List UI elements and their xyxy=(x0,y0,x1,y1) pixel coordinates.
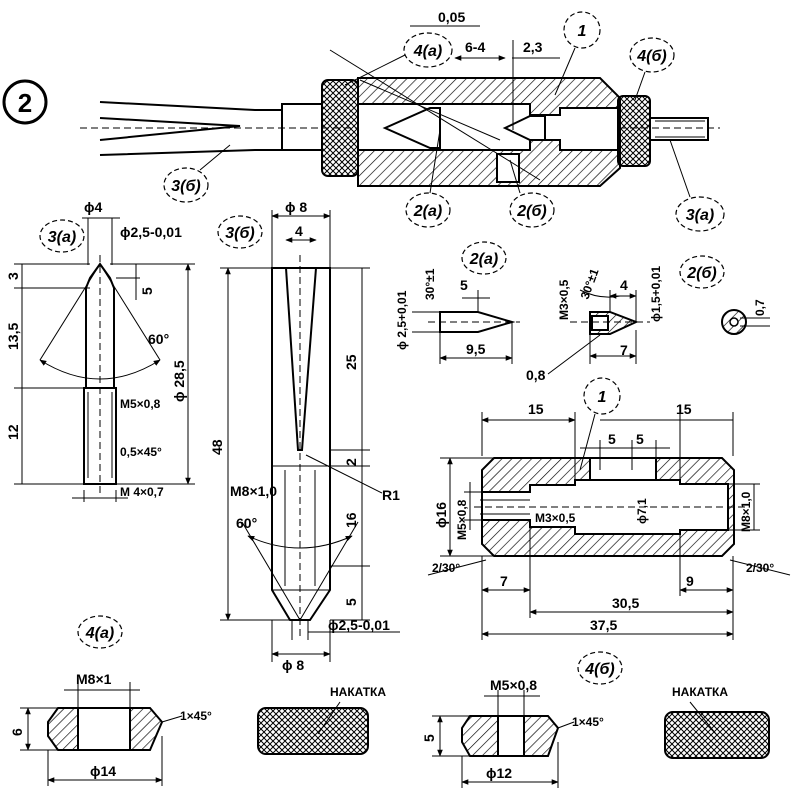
svg-text:2: 2 xyxy=(343,458,359,466)
svg-text:0,05: 0,05 xyxy=(438,9,465,25)
assembly-nut-4b xyxy=(617,95,651,167)
svg-text:M8×1,0: M8×1,0 xyxy=(739,491,753,532)
svg-text:2(а): 2(а) xyxy=(413,203,442,220)
svg-text:ϕ14: ϕ14 xyxy=(90,763,116,779)
svg-text:M3×0,5: M3×0,5 xyxy=(535,511,576,525)
svg-text:M3×0,5: M3×0,5 xyxy=(557,279,571,320)
svg-text:6: 6 xyxy=(9,728,25,736)
svg-text:M8×1,0: M8×1,0 xyxy=(230,483,277,499)
svg-text:25: 25 xyxy=(343,354,359,370)
svg-text:3(б): 3(б) xyxy=(225,225,254,242)
callout-3b-assembly: 3(б) xyxy=(163,144,231,203)
svg-text:1: 1 xyxy=(598,389,607,406)
callout-1-top: 1 xyxy=(554,11,601,96)
svg-text:1×45°: 1×45° xyxy=(180,709,212,723)
svg-text:M5×0,8: M5×0,8 xyxy=(120,397,161,411)
svg-text:4(б): 4(б) xyxy=(636,48,666,65)
svg-text:3(а): 3(а) xyxy=(48,229,76,246)
svg-text:60°: 60° xyxy=(148,331,169,347)
svg-text:M8×1: M8×1 xyxy=(76,671,112,687)
svg-text:6-4: 6-4 xyxy=(465,39,485,55)
callout-2a-assembly: 2(а) xyxy=(405,129,451,228)
svg-text:4: 4 xyxy=(295,223,303,239)
svg-text:48: 48 xyxy=(209,439,225,455)
svg-text:ϕ7,1: ϕ7,1 xyxy=(635,498,649,524)
svg-text:4: 4 xyxy=(620,277,628,293)
svg-text:5: 5 xyxy=(343,598,359,606)
svg-text:НАКАТКА: НАКАТКА xyxy=(330,685,386,699)
part-4b: 4(б) M5×0,8 5 1×45° ϕ12 xyxy=(421,651,623,788)
svg-text:НАКАТКА: НАКАТКА xyxy=(672,685,728,699)
svg-text:4(б): 4(б) xyxy=(584,661,614,678)
svg-text:4(а): 4(а) xyxy=(85,625,114,642)
svg-text:1: 1 xyxy=(578,23,587,40)
part-3a: 3(а) ϕ4 ϕ2,5-0,01 60° 3 13,5 12 5 xyxy=(5,199,195,502)
svg-text:5: 5 xyxy=(139,287,155,295)
svg-text:15: 15 xyxy=(676,401,692,417)
part-1: 1 15 15 5 5 ϕ16 M5×0,8 M3×0,5 ϕ7,1 xyxy=(427,377,791,640)
svg-text:5: 5 xyxy=(636,431,644,447)
part-3b: 3(б) ϕ 8 4 60° M8×1,0 25 2 16 5 xyxy=(209,199,400,673)
svg-text:30,5: 30,5 xyxy=(612,595,639,611)
callout-4a-top: 4(а) xyxy=(344,32,453,86)
figure-number-badge: 2 xyxy=(2,79,48,125)
assembly-view: 0,05 6-4 2,3 xyxy=(80,9,720,187)
figure-number: 2 xyxy=(18,88,32,118)
svg-text:60°: 60° xyxy=(236,515,257,531)
part-4a-knurl-view: НАКАТКА xyxy=(257,685,386,755)
svg-text:M5×0,8: M5×0,8 xyxy=(490,677,537,693)
assembly-pin-3a xyxy=(649,117,709,141)
svg-text:16: 16 xyxy=(343,512,359,528)
svg-text:5: 5 xyxy=(421,734,437,742)
callout-2b-assembly: 2(б) xyxy=(509,159,555,228)
svg-text:2(б): 2(б) xyxy=(516,203,546,220)
svg-text:2/30°: 2/30° xyxy=(432,561,460,575)
svg-text:ϕ2,5-0,01: ϕ2,5-0,01 xyxy=(120,224,182,240)
svg-text:0,7: 0,7 xyxy=(753,299,767,316)
svg-text:15: 15 xyxy=(528,401,544,417)
svg-text:4(а): 4(а) xyxy=(413,43,442,60)
svg-text:2(б): 2(б) xyxy=(686,265,716,282)
svg-text:5: 5 xyxy=(460,277,468,293)
part-2b: 2(б) M3×0,5 30°±1 4 ϕ1,5+0,01 7 0,8 0,7 xyxy=(526,255,770,383)
svg-text:ϕ4: ϕ4 xyxy=(84,199,102,215)
svg-text:30°±1: 30°±1 xyxy=(423,268,437,300)
svg-text:3(б): 3(б) xyxy=(171,178,200,195)
svg-text:1×45°: 1×45° xyxy=(572,715,604,729)
part-4b-knurl-view: НАКАТКА xyxy=(664,685,770,759)
svg-text:2(а): 2(а) xyxy=(469,251,498,268)
part-2a: 2(а) 5 30°±1 ϕ 2,5+0,01 9,5 xyxy=(395,241,520,364)
svg-text:7: 7 xyxy=(620,342,628,358)
svg-text:7: 7 xyxy=(500,573,508,589)
svg-text:ϕ 8: ϕ 8 xyxy=(285,199,307,215)
svg-text:13,5: 13,5 xyxy=(5,323,21,350)
svg-text:ϕ 2,5+0,01: ϕ 2,5+0,01 xyxy=(395,290,409,350)
svg-text:ϕ16: ϕ16 xyxy=(433,502,449,528)
svg-text:9,5: 9,5 xyxy=(466,341,486,357)
svg-text:ϕ 8: ϕ 8 xyxy=(282,657,304,673)
svg-text:ϕ2,5-0,01: ϕ2,5-0,01 xyxy=(328,617,390,633)
svg-text:2,3: 2,3 xyxy=(523,39,543,55)
svg-text:0,5×45°: 0,5×45° xyxy=(120,445,162,459)
svg-text:37,5: 37,5 xyxy=(590,617,617,633)
svg-text:3: 3 xyxy=(5,272,21,280)
part-4a: 4(а) M8×1 6 1×45° ϕ14 xyxy=(9,615,212,786)
callout-4b-top: 4(б) xyxy=(629,37,675,101)
svg-text:9: 9 xyxy=(686,573,694,589)
svg-text:5: 5 xyxy=(608,431,616,447)
assembly-nut-4a xyxy=(321,79,359,177)
svg-text:R1: R1 xyxy=(382,487,400,503)
callout-3a-assembly: 3(а) xyxy=(669,139,725,232)
svg-text:0,8: 0,8 xyxy=(526,367,546,383)
svg-text:M5×0,8: M5×0,8 xyxy=(455,499,469,540)
svg-text:ϕ1,5+0,01: ϕ1,5+0,01 xyxy=(649,266,663,322)
svg-text:12: 12 xyxy=(5,424,21,440)
svg-text:M 4×0,7: M 4×0,7 xyxy=(120,485,164,499)
svg-text:ϕ 28,5: ϕ 28,5 xyxy=(171,360,187,402)
svg-text:ϕ12: ϕ12 xyxy=(486,765,512,781)
svg-text:3(а): 3(а) xyxy=(686,207,714,224)
